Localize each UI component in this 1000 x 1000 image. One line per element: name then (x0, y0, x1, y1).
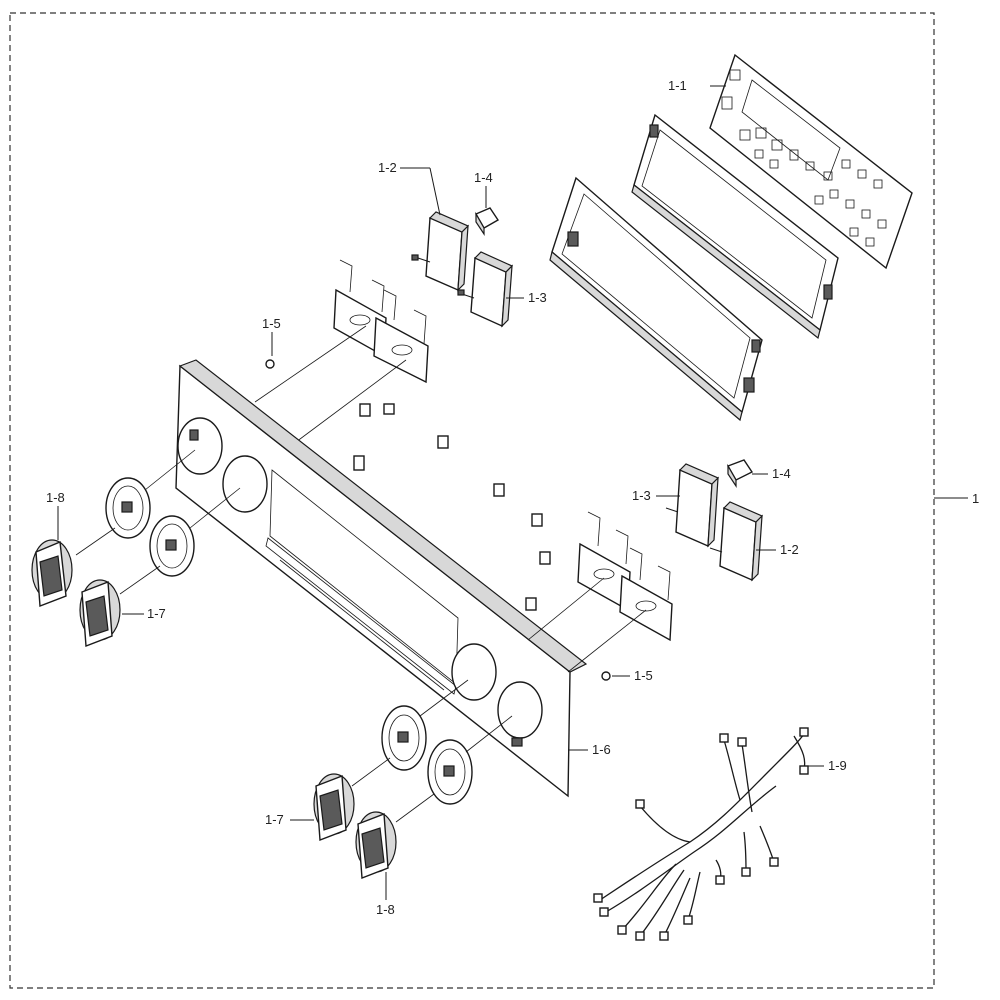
label-screw-1-5-right: 1-5 (634, 668, 653, 683)
switch-1-2-top (411, 211, 470, 292)
knob-1-7-bottom (313, 773, 355, 841)
label-knob-1-8-bottom: 1-8 (376, 902, 395, 917)
label-switch-1-3-right: 1-3 (632, 488, 651, 503)
assembly-boundary (9, 12, 935, 989)
panel-clips (353, 403, 551, 611)
label-control-panel: 1-6 (592, 742, 611, 757)
display-frame-front (549, 176, 763, 422)
label-screw-1-5-left: 1-5 (262, 316, 281, 331)
switch-1-3-right (665, 463, 720, 548)
label-knob-1-7-bottom: 1-7 (265, 812, 284, 827)
screw-1-5-right (601, 671, 611, 681)
label-clip-1-4-right: 1-4 (772, 466, 791, 481)
label-wire-harness: 1-9 (828, 758, 847, 773)
display-overlay (709, 53, 913, 270)
bracket-right-b (619, 547, 673, 642)
label-switch-1-2-top: 1-2 (378, 160, 397, 175)
bracket-top-a (333, 259, 387, 358)
label-switch-1-2-right: 1-2 (780, 542, 799, 557)
display-frame-rear (631, 113, 839, 340)
bracket-top-b (373, 289, 429, 384)
knob-ring-bottom-a (381, 705, 427, 771)
label-knob-1-7-left: 1-7 (147, 606, 166, 621)
clip-1-4-right (726, 459, 754, 488)
control-panel (175, 359, 588, 798)
label-assembly: 1 (972, 491, 979, 506)
wire-harness (593, 727, 809, 941)
label-switch-1-3-top: 1-3 (528, 290, 547, 305)
clip-1-4-top (475, 207, 499, 236)
knob-1-7-left (79, 579, 121, 647)
screw-1-5-left (265, 359, 275, 369)
switch-1-3-top (457, 251, 514, 328)
label-display-overlay: 1-1 (668, 78, 687, 93)
label-clip-1-4-top: 1-4 (474, 170, 493, 185)
knob-1-8-left (31, 539, 73, 607)
knob-1-8-bottom (355, 811, 397, 879)
label-knob-1-8-left: 1-8 (46, 490, 65, 505)
knob-ring-left-a (105, 477, 151, 539)
switch-1-2-right (709, 501, 764, 582)
knob-ring-bottom-b (427, 739, 473, 805)
knob-ring-left-b (149, 515, 195, 577)
